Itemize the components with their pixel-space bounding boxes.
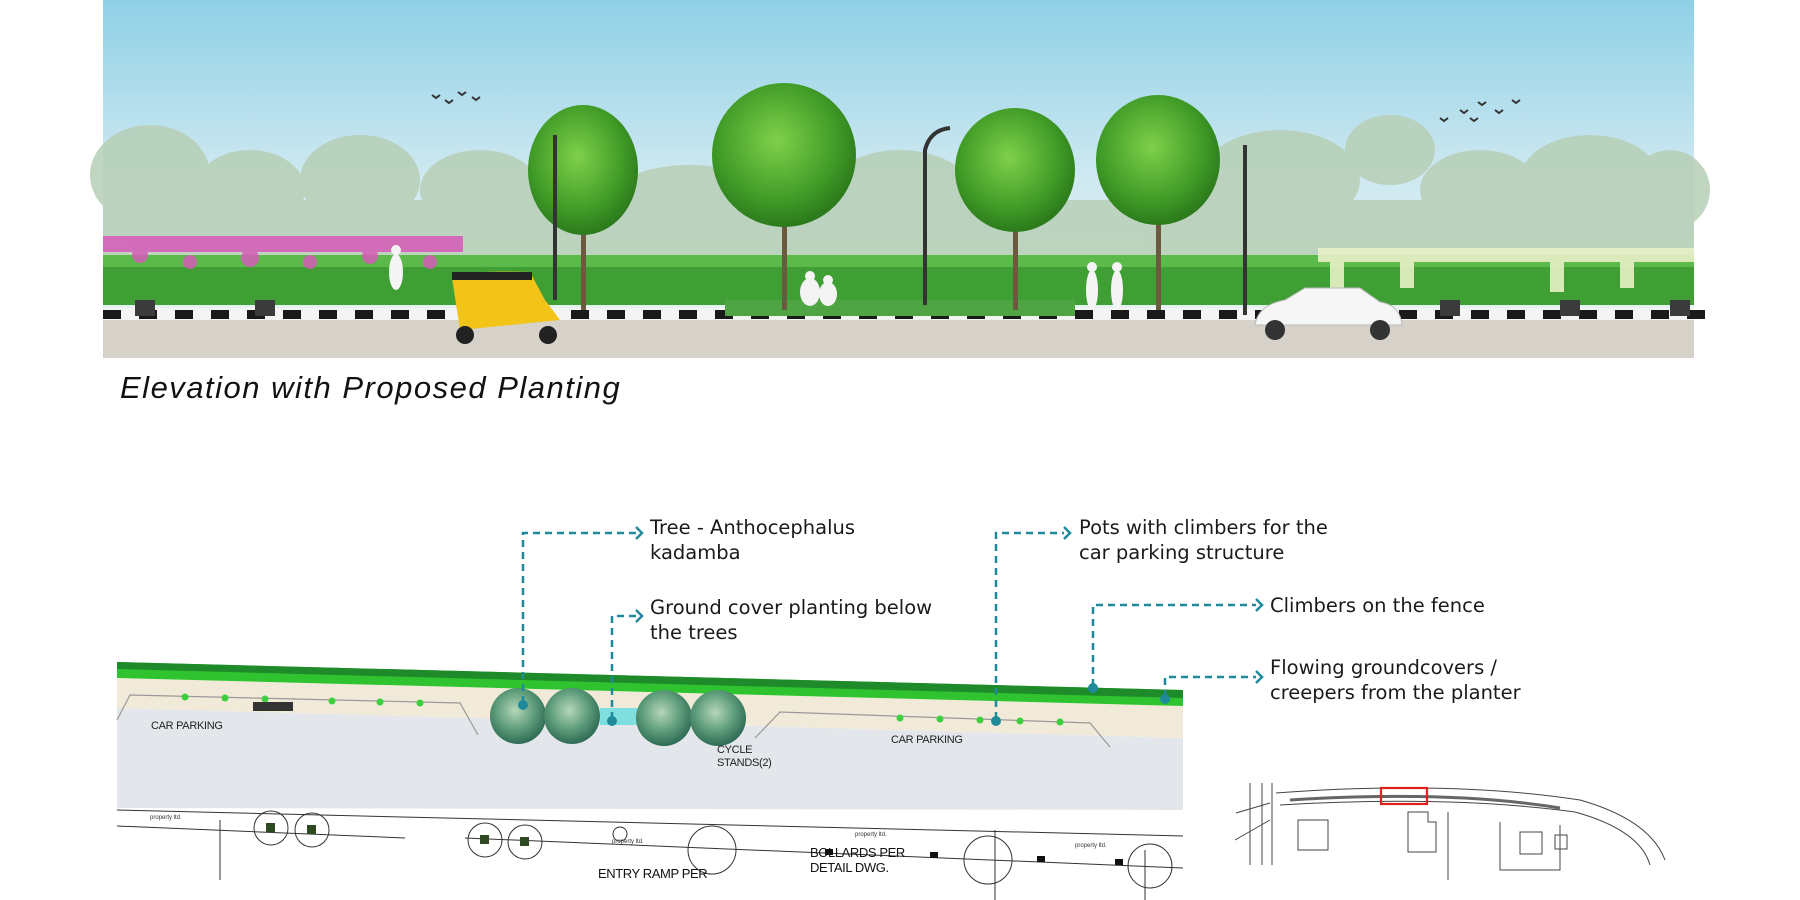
- pot-dot: [376, 698, 384, 706]
- key-map: [1234, 783, 1666, 880]
- callout-ground-cover: Ground cover planting below the trees: [650, 595, 932, 645]
- tree: [712, 83, 856, 310]
- callout-arrowheads: [635, 526, 1264, 684]
- curb-stripe: [1507, 310, 1525, 319]
- callout-climbers: Climbers on the fence: [1270, 593, 1485, 618]
- curb-stripe: [715, 310, 733, 319]
- white-climbers-right: [1318, 248, 1694, 292]
- curb-stripe: [103, 310, 121, 319]
- label-text: DETAIL DWG.: [810, 860, 889, 875]
- curb-stripe: [571, 310, 589, 319]
- elevation-image: [90, 0, 1710, 358]
- pot-dot: [181, 693, 189, 701]
- callout-text: car parking structure: [1079, 541, 1285, 564]
- pot-dot: [936, 715, 944, 723]
- callout-dots: [518, 683, 1170, 726]
- curb-stripe: [643, 310, 661, 319]
- curb-stripe: [175, 310, 193, 319]
- callout-flowing-groundcovers: Flowing groundcovers / creepers from the…: [1270, 655, 1521, 705]
- curb-stripe: [1399, 310, 1417, 319]
- curb-stripe: [1111, 310, 1129, 319]
- road: [103, 318, 1694, 358]
- pot-dot: [261, 695, 269, 703]
- curb-stripe: [1075, 310, 1093, 319]
- planter-pots: [135, 300, 1690, 316]
- label-property-ltd: property ltd.: [150, 815, 182, 821]
- property-line-drawing: [116, 809, 1184, 900]
- car: [1254, 287, 1403, 340]
- label-bollards: BOLLARDS PER DETAIL DWG.: [810, 845, 905, 875]
- lamp-posts: [553, 126, 1247, 315]
- label-entry-ramp: ENTRY RAMP PER: [598, 866, 708, 881]
- curb-stripe: [1687, 310, 1705, 319]
- curb-stripe: [427, 310, 445, 319]
- callout-text: Ground cover planting below: [650, 596, 933, 619]
- curb-stripe: [391, 310, 409, 319]
- curb-stripe: [283, 310, 301, 319]
- curb-stripe: [211, 310, 229, 319]
- site-plan: [116, 662, 1184, 900]
- label-car-parking-right: CAR PARKING: [891, 734, 963, 746]
- autorickshaw: [452, 271, 560, 344]
- bench: [253, 702, 293, 711]
- label-text: CYCLE: [717, 744, 753, 756]
- pot-dot: [416, 699, 424, 707]
- callout-leaders: [521, 531, 1256, 719]
- curb-stripe: [1615, 310, 1633, 319]
- label-car-parking-left: CAR PARKING: [151, 720, 223, 732]
- curb-stripe: [1579, 310, 1597, 319]
- elevation-caption: Elevation with Proposed Planting: [120, 370, 622, 405]
- curb-stripe: [1219, 310, 1237, 319]
- callout-text: kadamba: [650, 541, 741, 564]
- label-property-ltd: property ltd.: [1075, 843, 1107, 849]
- tree: [955, 108, 1075, 310]
- callout-pots: Pots with climbers for the car parking s…: [1079, 515, 1328, 565]
- bougainvillea-left: [103, 236, 463, 269]
- plan-pit-markers: [266, 823, 529, 846]
- callout-text: Pots with climbers for the: [1079, 516, 1328, 539]
- curb-stripe: [1147, 310, 1165, 319]
- curb-stripe: [319, 310, 337, 319]
- callout-tree: Tree - Anthocephalus kadamba: [650, 515, 855, 565]
- callout-text: the trees: [650, 621, 738, 644]
- curb-stripe: [607, 310, 625, 319]
- curb-stripe: [1543, 310, 1561, 319]
- callout-text: creepers from the planter: [1270, 681, 1521, 704]
- label-text: STANDS(2): [717, 757, 772, 769]
- callout-text: Flowing groundcovers /: [1270, 656, 1497, 679]
- curb-stripe: [1183, 310, 1201, 319]
- pot-dot: [896, 714, 904, 722]
- bollard-markers: [825, 849, 1123, 865]
- plan-trees: [490, 688, 746, 746]
- label-text: BOLLARDS PER: [810, 845, 905, 860]
- ground-cover: [725, 300, 1075, 316]
- label-property-ltd: property ltd.: [612, 839, 644, 845]
- curb-stripe: [355, 310, 373, 319]
- birds: [431, 91, 1521, 123]
- people-silhouettes: [389, 245, 1123, 310]
- label-property-ltd: property ltd.: [855, 832, 887, 838]
- pot-dot: [1056, 718, 1064, 726]
- curb-stripe: [1471, 310, 1489, 319]
- road-surface: [117, 708, 1183, 810]
- callout-text: Tree - Anthocephalus: [650, 516, 856, 539]
- pot-dot: [976, 716, 984, 724]
- pot-dots: [181, 693, 1064, 726]
- elevation-trees: [528, 83, 1220, 310]
- tree: [1096, 95, 1220, 310]
- pot-dot: [221, 694, 229, 702]
- callout-text: Climbers on the fence: [1270, 594, 1485, 617]
- curb-stripe: [1651, 310, 1669, 319]
- pot-dot: [1016, 717, 1024, 725]
- pot-dot: [328, 697, 336, 705]
- curb-stripe: [679, 310, 697, 319]
- label-cycle-stands: CYCLE STANDS(2): [717, 744, 772, 770]
- keymap-highlight-box: [1379, 786, 1429, 806]
